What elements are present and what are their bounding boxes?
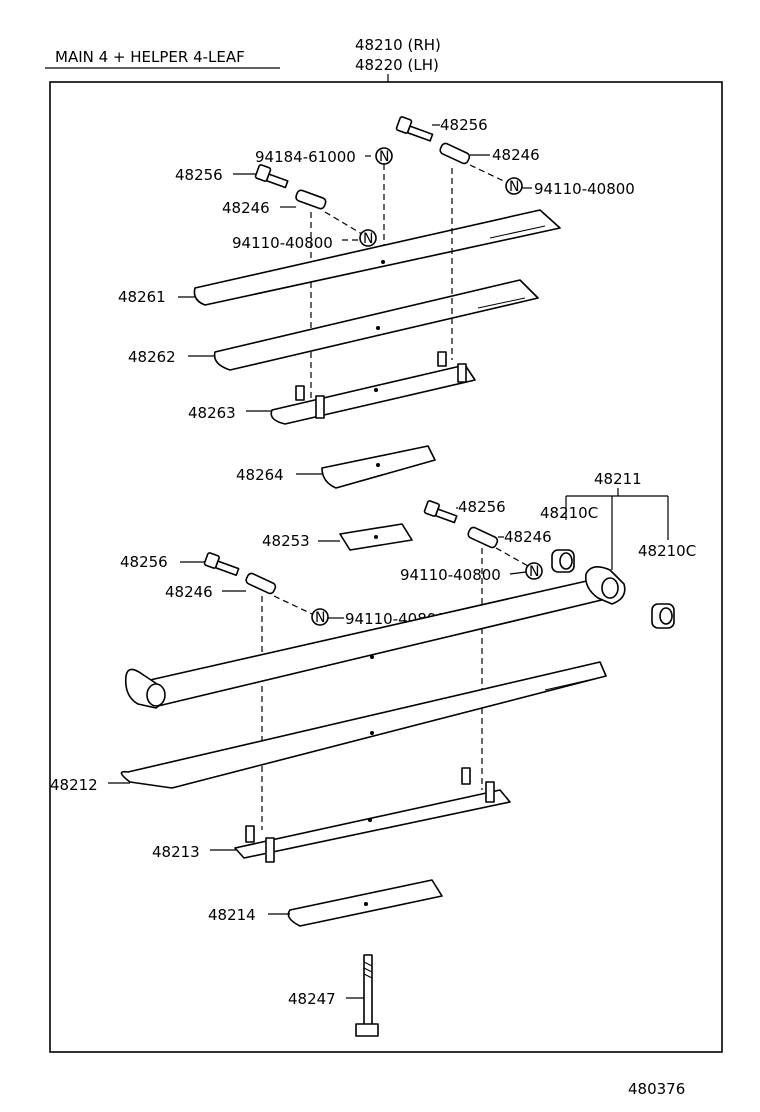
svg-text:N: N [363,231,373,247]
callout-48262: 48262 [128,348,176,366]
callout-48210c-a: 48210C [540,504,598,522]
assembly-frame [49,81,723,1053]
variant-title: MAIN 4 + HELPER 4-LEAF [55,48,245,66]
bushing-48210c-a [551,549,575,573]
callout-48246-left: 48246 [222,199,270,217]
nut-94110-top-right: N [505,177,523,195]
callout-48212: 48212 [50,776,98,794]
nut-94184: N [375,147,393,165]
svg-text:N: N [509,179,519,195]
nut-94110-top-left: N [359,229,377,247]
assembly-number-rh: 48210 (RH) [355,36,441,54]
callout-48256-left: 48256 [175,166,223,184]
leaf-48212 [120,661,607,789]
leaf-48261 [193,209,561,306]
callout-48246-low: 48246 [165,583,213,601]
callout-48210c-b: 48210C [638,542,696,560]
callout-48246-mid: 48246 [504,528,552,546]
svg-text:N: N [379,149,389,165]
sleeve-48246-mid [467,526,499,549]
bolt-48256-left [254,164,289,189]
callout-48263: 48263 [188,404,236,422]
callout-48214: 48214 [208,906,256,924]
svg-text:N: N [529,564,539,580]
svg-text:N: N [315,610,325,626]
drawing-number: 480376 [628,1080,685,1098]
center-bolt-48247 [355,954,379,1037]
callout-48253: 48253 [262,532,310,550]
bushing-48210c-b [651,603,675,629]
sleeve-48246-top [439,142,471,165]
bolt-48256-low [203,552,240,577]
pad-48264 [321,445,436,489]
callout-94110-mid: 94110-40800 [400,566,501,584]
callout-48247: 48247 [288,990,336,1008]
callout-48264: 48264 [236,466,284,484]
callout-48261: 48261 [118,288,166,306]
assembly-number-lh: 48220 (LH) [355,56,439,74]
callout-94110-top-left: 94110-40800 [232,234,333,252]
leaf-48263 [270,351,476,425]
nut-94110-mid: N [525,562,543,580]
leaf-48213 [234,767,511,863]
sleeve-48246-low [245,572,277,595]
callout-48246-top: 48246 [492,146,540,164]
callout-48213: 48213 [152,843,200,861]
callout-48256-low: 48256 [120,553,168,571]
leaf-48262 [213,279,539,371]
bolt-48256-top [395,116,434,142]
callout-94110-top-right: 94110-40800 [534,180,635,198]
main-leaf-48211 [124,566,626,709]
bolt-48256-mid [423,500,458,524]
callout-48211: 48211 [594,470,642,488]
nut-94110-low: N [311,608,329,626]
callout-48256-mid: 48256 [458,498,506,516]
callout-94184: 94184-61000 [255,148,356,166]
sleeve-48246-left [295,189,327,210]
callout-48256-top: 48256 [440,116,488,134]
